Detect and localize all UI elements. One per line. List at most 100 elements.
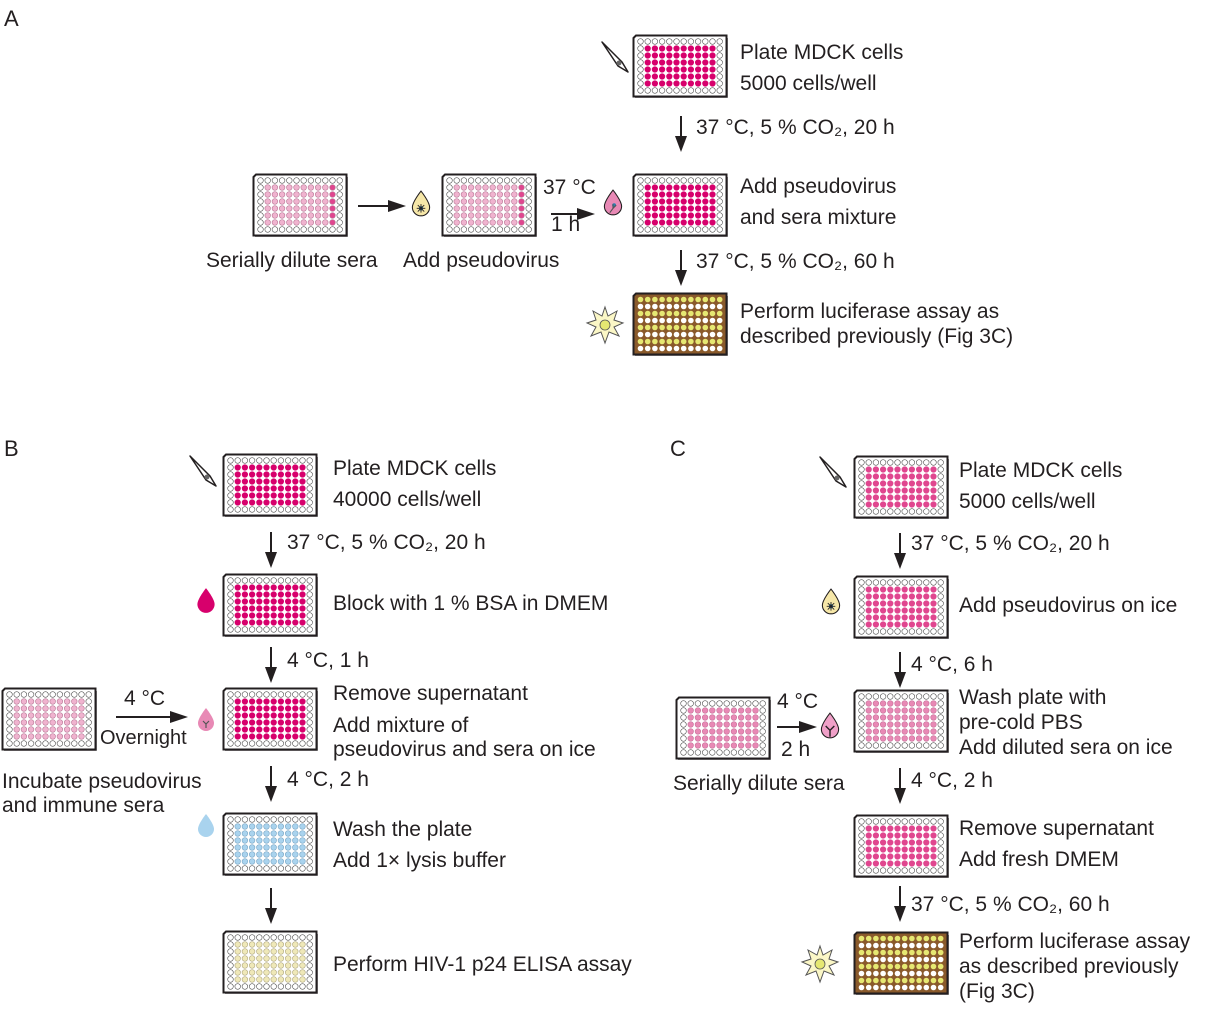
well (270, 823, 277, 830)
well (887, 935, 894, 942)
well (730, 721, 738, 728)
well (659, 303, 665, 310)
well (680, 707, 687, 714)
well (227, 471, 234, 478)
well (292, 830, 299, 837)
well (277, 584, 285, 591)
well (873, 970, 879, 977)
well (887, 839, 894, 846)
well (915, 825, 923, 832)
well (695, 317, 701, 324)
well (894, 867, 901, 874)
a-step3-line1: Perform luciferase assay as (740, 300, 1000, 323)
well (234, 691, 241, 698)
well (257, 205, 264, 212)
well (908, 487, 916, 494)
well (284, 691, 292, 698)
well (887, 707, 894, 714)
well (241, 464, 249, 471)
well (702, 331, 709, 338)
well (651, 59, 659, 66)
well (264, 219, 271, 226)
well (894, 942, 901, 949)
well (503, 212, 511, 219)
well (227, 691, 234, 698)
well (901, 700, 908, 707)
well (702, 184, 709, 191)
well (286, 205, 293, 212)
well (453, 226, 460, 233)
well (865, 728, 872, 735)
well (930, 963, 937, 970)
well (85, 691, 92, 698)
well (687, 205, 695, 212)
well (637, 338, 644, 345)
well (887, 963, 894, 970)
well (306, 719, 313, 726)
well (263, 591, 270, 598)
well (249, 962, 256, 969)
well (256, 948, 263, 955)
well (923, 487, 930, 494)
well (865, 853, 872, 860)
well (680, 721, 687, 728)
well (673, 338, 680, 345)
well (249, 844, 256, 851)
well (42, 719, 49, 726)
well (482, 177, 489, 184)
well (264, 184, 271, 191)
well (937, 621, 944, 628)
well (872, 501, 880, 508)
well (716, 45, 723, 52)
well (299, 733, 306, 740)
well (284, 983, 292, 990)
a-cond1: 37 °C, 5 % CO₂, 20 h (696, 116, 895, 139)
well (336, 184, 343, 191)
well (702, 212, 709, 219)
well (894, 977, 901, 984)
well (702, 728, 709, 735)
well (299, 485, 306, 492)
well (937, 714, 944, 721)
well (937, 949, 944, 956)
well (894, 949, 901, 956)
well (277, 983, 285, 990)
well (873, 977, 879, 984)
well (284, 598, 292, 605)
antibody-virus-drop-icon (602, 189, 624, 222)
well (937, 593, 944, 600)
well (637, 317, 644, 324)
well (865, 935, 872, 942)
well (923, 721, 930, 728)
well (284, 506, 292, 513)
well (453, 184, 460, 191)
c-step5-line2: as described previously (959, 955, 1179, 978)
well (858, 466, 865, 473)
well (518, 184, 525, 191)
well (894, 853, 901, 860)
well (314, 191, 322, 198)
well (292, 478, 299, 485)
well (292, 851, 299, 858)
well (637, 73, 644, 80)
well (930, 935, 937, 942)
well (901, 480, 908, 487)
well (909, 956, 915, 963)
well (752, 735, 759, 742)
well (894, 839, 901, 846)
well (270, 485, 277, 492)
well (716, 707, 723, 714)
well (263, 705, 270, 712)
well (666, 52, 673, 59)
well (489, 205, 496, 212)
well (511, 198, 518, 205)
well (263, 844, 270, 851)
well (496, 219, 504, 226)
well (256, 934, 263, 941)
well (234, 705, 241, 712)
well (908, 628, 916, 635)
well (694, 212, 702, 219)
well (227, 934, 234, 941)
well (270, 698, 277, 705)
well (673, 38, 680, 45)
